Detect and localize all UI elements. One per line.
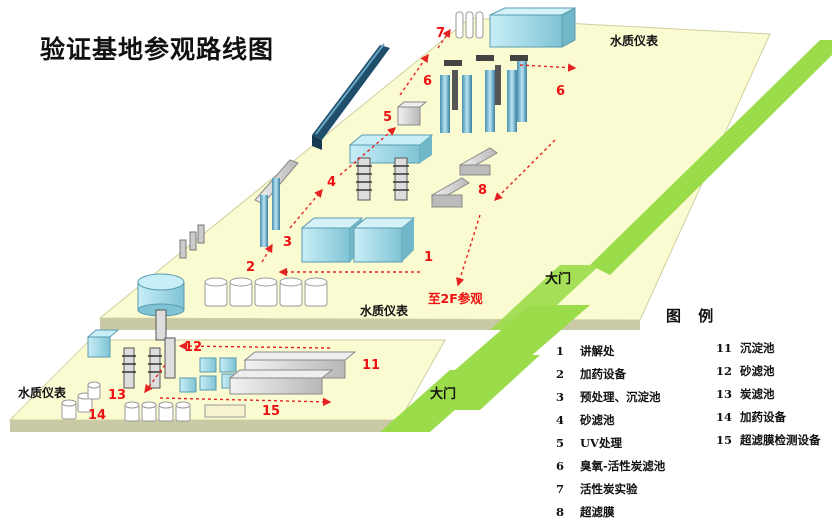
- route-number-6b: 6: [556, 84, 566, 99]
- route-number-2: 2: [246, 260, 256, 275]
- top-tank: [455, 7, 576, 48]
- to-2f-label: 至2F参观: [428, 291, 483, 306]
- water-meter-label-top: 水质仪表: [610, 34, 659, 48]
- page-title: 验证基地参观路线图: [40, 35, 275, 64]
- water-meter-label-left: 水质仪表: [18, 386, 67, 400]
- route-number-3: 3: [283, 235, 293, 250]
- route-number-4: 4: [327, 175, 337, 190]
- gate-label-lower: 大门: [430, 387, 457, 402]
- sand-filter: [348, 134, 434, 201]
- gate-label-upper: 大门: [545, 272, 572, 287]
- dosing-upper: [179, 224, 205, 259]
- drums-upper: [204, 277, 328, 307]
- pretreatment: [254, 159, 299, 247]
- lower-equipment: [86, 329, 357, 418]
- route-number-5: 5: [383, 110, 393, 125]
- ozone-columns: [440, 55, 528, 133]
- legend-title: 图 例: [666, 307, 720, 325]
- drums-lower: [61, 381, 191, 422]
- route-number-6a: 6: [423, 74, 433, 89]
- route-number-11: 11: [362, 358, 381, 373]
- route-number-13: 13: [108, 388, 127, 403]
- dark-wall: [312, 43, 390, 150]
- route-number-1: 1: [424, 250, 434, 265]
- round-tank: [137, 273, 185, 341]
- lecture-tanks: [300, 217, 416, 263]
- route-arrows: [144, 28, 577, 407]
- route-number-8: 8: [478, 183, 488, 198]
- uv-box: [396, 101, 428, 126]
- route-number-12: 12: [184, 340, 203, 355]
- route-number-15: 15: [262, 404, 281, 419]
- route-number-7: 7: [436, 26, 446, 41]
- route-number-14: 14: [88, 408, 107, 423]
- water-meter-label-mid: 水质仪表: [360, 304, 409, 318]
- uf-boxes: [431, 147, 498, 208]
